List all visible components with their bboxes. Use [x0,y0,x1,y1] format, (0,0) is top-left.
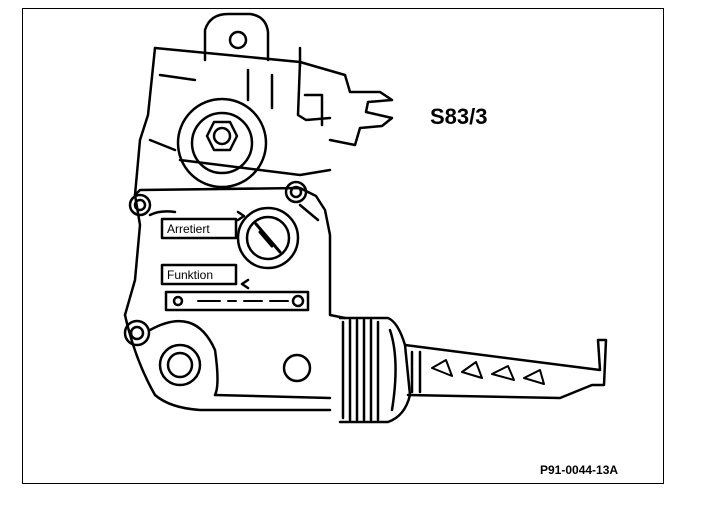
hex-nut [176,97,268,189]
rubber-boot [338,316,412,424]
housing-screws [123,180,308,347]
housing [123,186,347,412]
figure-code: P91-0044-13A [540,463,618,477]
mounting-bracket [133,12,394,197]
function-label: Funktion [167,268,213,282]
component-label: S83/3 [430,104,488,129]
mounting-holes [158,343,312,387]
indicator-dial [236,206,300,270]
locked-label: Arretiert [167,222,210,236]
label-box-function [160,263,250,290]
bracket-hole [228,30,248,50]
label-box-locked [160,210,246,240]
sign-strip [164,290,310,312]
actuator-rod [403,338,608,400]
